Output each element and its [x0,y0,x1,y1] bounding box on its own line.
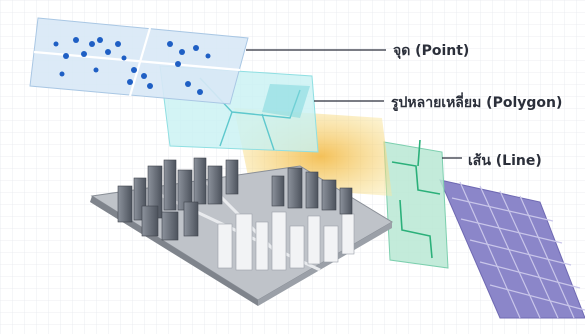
leader-lines [246,49,462,159]
label-polygon: รูปหลายเหลี่ยม (Polygon) [391,95,563,111]
raster-layer [439,179,585,319]
label-point: จุด (Point) [393,43,470,59]
city-block-icon [90,157,393,306]
label-line: เส้น (Line) [468,153,542,169]
point-dots [53,37,211,95]
line-layer [383,139,449,269]
point-layer [29,17,249,105]
